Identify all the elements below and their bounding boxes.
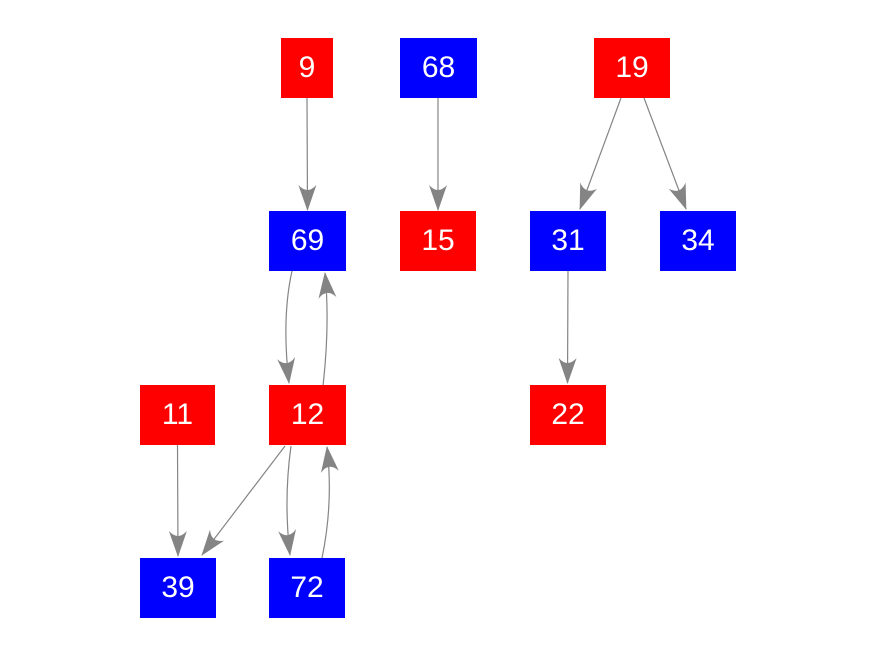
node-label: 69 xyxy=(290,224,325,257)
edge-31-22 xyxy=(558,270,577,384)
edge-19-34 xyxy=(643,97,687,210)
node-label: 11 xyxy=(161,398,194,431)
node-9[interactable]: 9 xyxy=(281,38,333,98)
edge-72-12 xyxy=(320,446,339,559)
node-label: 12 xyxy=(290,398,325,431)
node-11[interactable]: 11 xyxy=(140,385,215,445)
edge-9-69 xyxy=(298,97,317,211)
node-31[interactable]: 31 xyxy=(530,211,606,271)
node-34[interactable]: 34 xyxy=(660,211,736,271)
edge-69-12 xyxy=(277,270,296,384)
node-72[interactable]: 72 xyxy=(269,558,345,618)
edge-11-39 xyxy=(168,444,187,557)
node-12[interactable]: 12 xyxy=(269,385,346,445)
node-label: 31 xyxy=(551,224,585,257)
node-label: 9 xyxy=(298,51,316,84)
node-label: 72 xyxy=(290,571,324,604)
node-label: 39 xyxy=(161,571,195,604)
node-19[interactable]: 19 xyxy=(594,38,670,98)
node-69[interactable]: 69 xyxy=(269,211,346,271)
edge-12-72 xyxy=(278,445,297,556)
edge-19-31 xyxy=(579,97,622,210)
node-label: 34 xyxy=(681,224,715,257)
edge-12-69 xyxy=(318,272,337,387)
node-39[interactable]: 39 xyxy=(140,558,216,618)
edge-12-39 xyxy=(201,445,286,556)
node-22[interactable]: 22 xyxy=(530,385,606,445)
node-label: 68 xyxy=(421,51,456,84)
node-label: 15 xyxy=(421,224,455,257)
node-15[interactable]: 15 xyxy=(400,211,476,271)
node-label: 22 xyxy=(551,398,585,431)
node-label: 19 xyxy=(615,51,649,84)
node-68[interactable]: 68 xyxy=(400,38,477,98)
